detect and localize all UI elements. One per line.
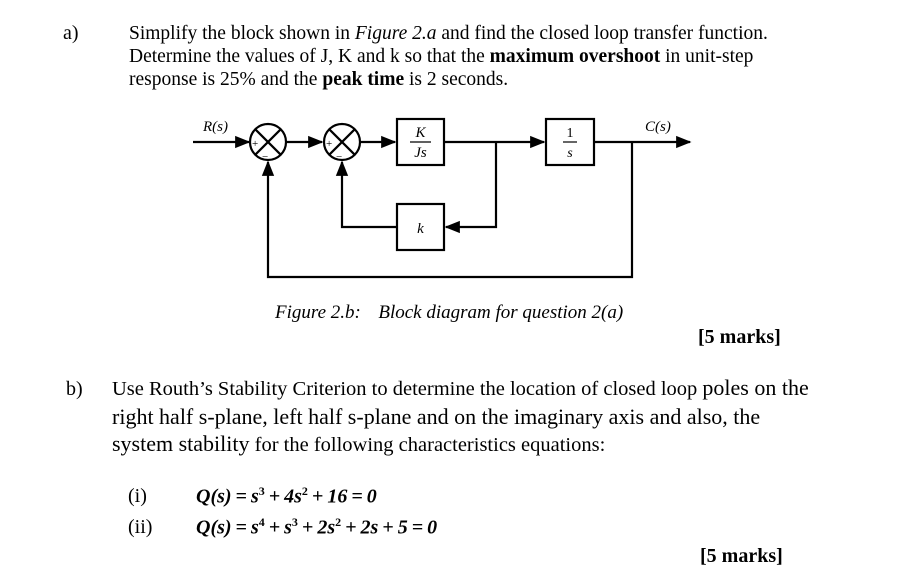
figure-caption: Figure 2.b: Block diagram for question 2… [275,302,623,324]
part-b-line-1: Use Routh’s Stability Criterion to deter… [112,375,809,400]
equation-i: Q(s) = s3 + 4s2 + 16 = 0 [196,484,377,508]
summer-2-plus: + [326,138,332,150]
part-a-label: a) [63,22,79,44]
block-2-numerator: 1 [567,126,574,141]
part-a-marks: [5 marks] [698,326,781,348]
item-ii-label: (ii) [128,516,153,538]
feedback-block-label: k [417,221,424,237]
part-b-label: b) [66,378,83,400]
figure-caption-text: Block diagram for question 2(a) [378,302,624,323]
summer-2-minus: − [336,151,342,163]
part-b-marks: [5 marks] [700,545,783,567]
block-2-denominator: s [567,146,573,161]
block-diagram: R(s) C(s) + − + − K Js 1 s k [193,117,692,279]
item-i-label: (i) [128,485,147,507]
block-1-numerator: K [414,125,426,141]
part-b-line-3: system stability for the following chara… [112,431,606,456]
summer-1-minus: − [262,151,268,163]
block-1-denominator: Js [414,145,427,161]
part-b-text: Use Routh’s Stability Criterion to deter… [112,374,892,459]
input-label: R(s) [202,119,228,135]
part-a-line-2: Determine the values of J, K and k so th… [129,46,754,67]
equation-ii: Q(s) = s4 + s3 + 2s2 + 2s + 5 = 0 [196,515,438,539]
inner-feedback-path [444,142,498,234]
inner-feedback-return [335,160,397,229]
part-a-line-1: Simplify the block shown in Figure 2.a a… [129,23,768,44]
part-a-line-3: response is 25% and the peak time is 2 s… [129,69,509,90]
summer-1-plus: + [252,138,258,150]
part-b-line-2: right half s-plane, left half s-plane an… [112,404,761,429]
output-label: C(s) [645,119,671,135]
figure-caption-label: Figure 2.b: [275,302,361,323]
outer-feedback-path [261,142,634,279]
part-a-text: Simplify the block shown in Figure 2.a a… [129,22,889,91]
